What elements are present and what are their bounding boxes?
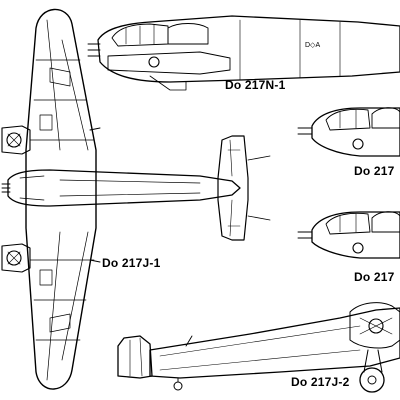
side-view-bottom xyxy=(117,302,400,393)
fuselage-code: D◇A xyxy=(305,42,320,49)
side-view-mid-1 xyxy=(297,107,400,157)
plan-fuselage xyxy=(7,169,241,207)
side-view-top-fuselage xyxy=(97,15,400,83)
label-do217j2: Do 217J-2 xyxy=(291,375,350,389)
plan-engine-nacelle-lower xyxy=(1,243,31,273)
side-view-bottom-wheel xyxy=(359,367,385,393)
label-do217j1: Do 217J-1 xyxy=(102,256,161,270)
side-view-bottom-fuselage xyxy=(149,307,400,379)
side-view-bottom-tail xyxy=(117,335,153,379)
label-do217-mid-2: Do 217 xyxy=(354,270,395,284)
side-view-top: D◇A xyxy=(87,15,400,91)
plan-wing-panel-lines xyxy=(29,19,95,381)
plan-view xyxy=(1,8,271,390)
label-do217-mid-1: Do 217 xyxy=(354,164,395,178)
plan-tailplane xyxy=(217,135,249,241)
label-do217n1: Do 217N-1 xyxy=(225,78,286,92)
side-view-mid-2 xyxy=(297,211,400,259)
plan-engine-nacelle-upper xyxy=(1,125,31,155)
plan-wing xyxy=(25,8,97,390)
